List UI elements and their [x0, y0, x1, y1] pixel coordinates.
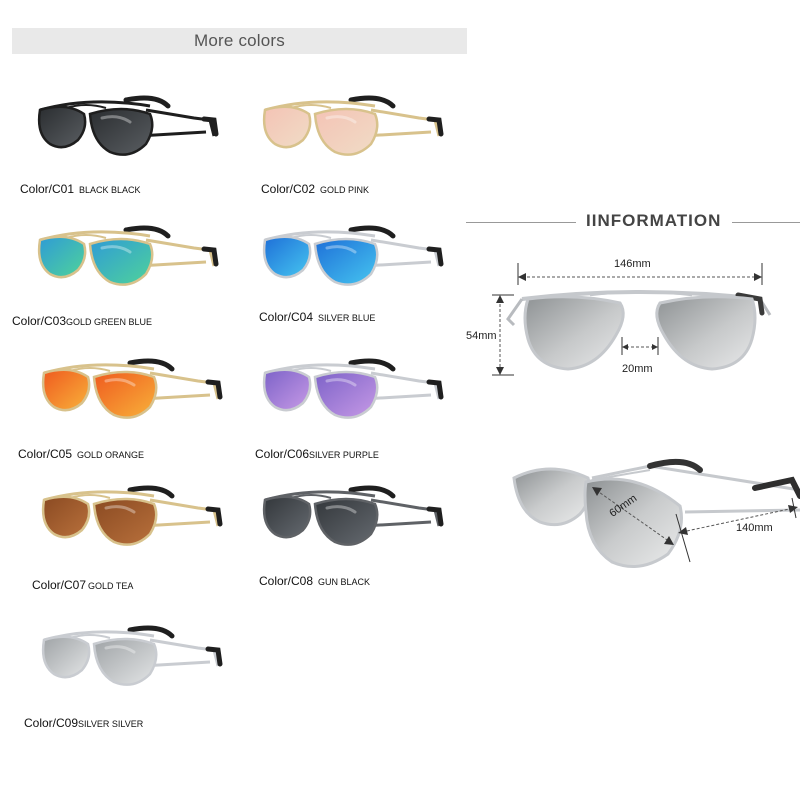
variant-label: Color/C09 SILVER SILVER — [24, 716, 143, 730]
color-code: Color/C07 — [32, 578, 87, 592]
sunglasses-icon — [41, 625, 223, 686]
color-name: GOLD ORANGE — [77, 450, 145, 460]
sunglasses-icon — [37, 225, 219, 286]
variant-c05[interactable]: Color/C05 GOLD ORANGE — [18, 355, 262, 485]
color-name: SILVER PURPLE — [309, 450, 379, 460]
more-colors-title: More colors — [193, 31, 285, 50]
bridge-dimension: 20mm — [622, 363, 653, 375]
variant-label: Color/C01 BLACK BLACK — [20, 182, 141, 196]
total-width-dimension: 146mm — [614, 258, 651, 270]
variant-label: Color/C04 SILVER BLUE — [259, 310, 375, 324]
color-code: Color/C03 — [12, 314, 67, 328]
side-dimension-diagram — [512, 458, 800, 568]
divider — [466, 222, 576, 223]
variant-c02[interactable]: Color/C02 GOLD PINK — [243, 92, 483, 222]
variant-label: Color/C02 GOLD PINK — [261, 182, 369, 196]
more-colors-header: More colors — [12, 28, 467, 54]
sunglasses-icon — [41, 358, 223, 419]
color-name: SILVER SILVER — [78, 719, 144, 729]
sunglasses-icon — [262, 358, 444, 419]
sunglasses-icon — [37, 95, 219, 156]
information-heading: IINFORMATION — [466, 210, 800, 234]
color-name: GUN BLACK — [318, 577, 371, 587]
variant-c08[interactable]: Color/C08 GUN BLACK — [243, 482, 483, 612]
variant-c06[interactable]: Color/C06 SILVER PURPLE — [243, 355, 483, 485]
variant-c07[interactable]: Color/C07 GOLD TEA — [22, 482, 262, 612]
variant-c03[interactable]: Color/C03 GOLD GREEN BLUE — [12, 222, 258, 352]
variant-label: Color/C08 GUN BLACK — [259, 574, 370, 588]
variant-label: Color/C06 SILVER PURPLE — [255, 447, 379, 461]
front-dimension-diagram — [492, 263, 772, 376]
color-name: BLACK BLACK — [79, 185, 141, 195]
sunglasses-icon — [262, 225, 444, 286]
color-code: Color/C04 — [259, 310, 314, 324]
sunglasses-icon — [41, 485, 223, 546]
variant-c09[interactable]: Color/C09 SILVER SILVER — [22, 622, 262, 752]
divider — [732, 222, 800, 223]
color-code: Color/C02 — [261, 182, 316, 196]
color-name: GOLD TEA — [88, 581, 134, 591]
variant-label: Color/C03 GOLD GREEN BLUE — [12, 314, 152, 328]
color-name: SILVER BLUE — [318, 313, 376, 323]
variant-c04[interactable]: Color/C04 SILVER BLUE — [243, 222, 483, 352]
variant-label: Color/C05 GOLD ORANGE — [18, 447, 144, 461]
information-title: IINFORMATION — [586, 211, 722, 230]
color-name: GOLD GREEN BLUE — [66, 317, 153, 327]
sunglasses-icon — [262, 485, 444, 546]
variant-label: Color/C07 GOLD TEA — [32, 578, 133, 592]
color-code: Color/C01 — [20, 182, 75, 196]
variant-c01[interactable]: Color/C01 BLACK BLACK — [18, 92, 258, 222]
color-code: Color/C08 — [259, 574, 314, 588]
lens-height-dimension: 54mm — [466, 330, 497, 342]
temple-length-dimension: 140mm — [736, 522, 773, 534]
color-code: Color/C05 — [18, 447, 73, 461]
sunglasses-icon — [262, 95, 444, 156]
color-code: Color/C06 — [255, 447, 310, 461]
color-code: Color/C09 — [24, 716, 79, 730]
color-name: GOLD PINK — [320, 185, 370, 195]
